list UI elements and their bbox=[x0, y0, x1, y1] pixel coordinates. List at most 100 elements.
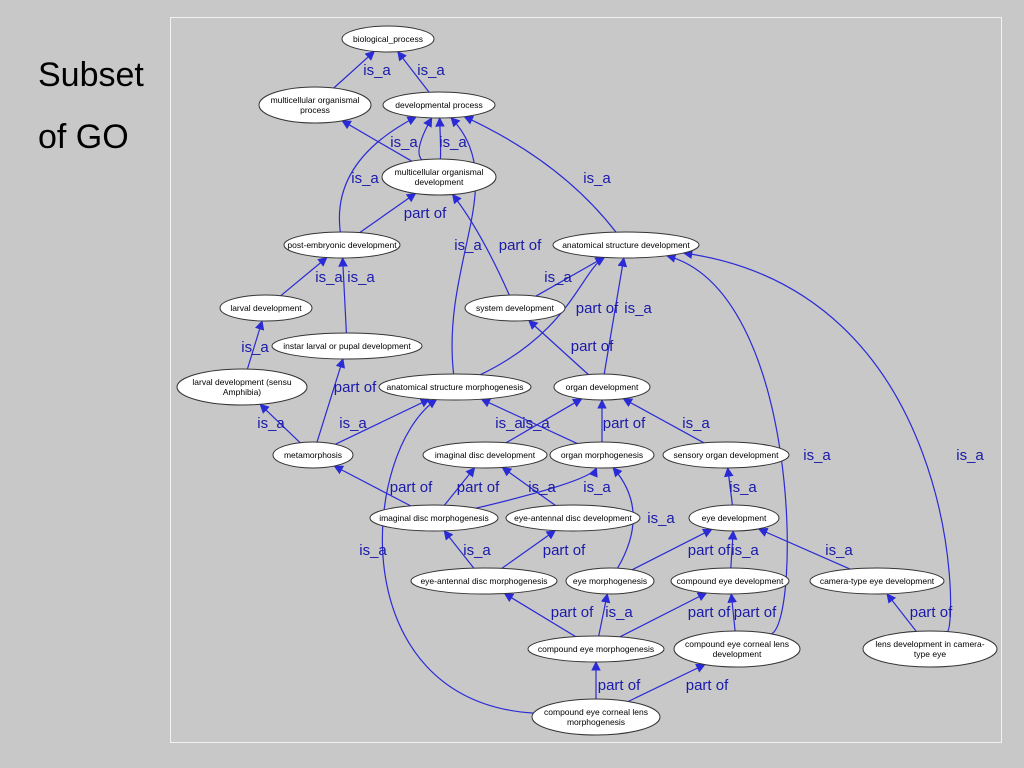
edge-ldc-to-cted bbox=[886, 593, 917, 632]
node-label: process bbox=[300, 105, 330, 115]
node-ellipse bbox=[219, 294, 313, 322]
node-label: morphogenesis bbox=[567, 717, 625, 727]
node-label: Amphibia) bbox=[223, 387, 261, 397]
edge-ldc-to-asd bbox=[682, 249, 952, 633]
node-label: post-embryonic development bbox=[287, 240, 397, 250]
edge-label: is_a bbox=[583, 170, 611, 187]
node-eadd: eye-antennal disc development bbox=[505, 504, 641, 532]
edge-label: part of bbox=[551, 604, 594, 621]
node-ed: eye development bbox=[688, 504, 780, 532]
edge-label: part of bbox=[910, 604, 953, 621]
edge-label: part of bbox=[404, 205, 447, 222]
node-ellipse bbox=[422, 441, 548, 469]
edge-met-to-ilp bbox=[316, 358, 346, 443]
edge-mod-to-dp bbox=[418, 117, 433, 161]
node-label: multicellular organismal bbox=[271, 95, 360, 105]
node-om: organ morphogenesis bbox=[549, 441, 655, 469]
edge-label: is_a bbox=[351, 170, 379, 187]
node-ellipse bbox=[258, 86, 372, 124]
edge-om-to-asm bbox=[480, 398, 578, 445]
node-ellipse bbox=[531, 698, 661, 736]
edge-label: is_a bbox=[454, 237, 482, 254]
edge-met-to-lda bbox=[259, 403, 301, 444]
node-ellipse bbox=[283, 231, 401, 259]
node-eadm: eye-antennal disc morphogenesis bbox=[410, 567, 558, 595]
edge-label: is_a bbox=[522, 415, 550, 432]
node-label: eye-antennal disc morphogenesis bbox=[420, 576, 547, 586]
edge-asm-to-asd bbox=[480, 256, 606, 376]
edge-label: is_a bbox=[624, 300, 652, 317]
edge-label: is_a bbox=[363, 62, 391, 79]
node-ellipse bbox=[378, 373, 532, 401]
edge-idm-to-om bbox=[475, 467, 598, 509]
node-label: imaginal disc morphogenesis bbox=[379, 513, 489, 523]
edge-label: part of bbox=[571, 338, 614, 355]
node-label: compound eye development bbox=[677, 576, 784, 586]
node-met: metamorphosis bbox=[272, 441, 354, 469]
edge-label: is_a bbox=[347, 269, 375, 286]
node-label: multicellular organismal bbox=[395, 167, 484, 177]
edge-label: part of bbox=[576, 300, 619, 317]
edge-ceclM-to-asm bbox=[381, 399, 534, 714]
node-label: organ development bbox=[566, 382, 639, 392]
edge-label: is_a bbox=[439, 134, 467, 151]
edge-lda-to-ld bbox=[246, 320, 265, 370]
edge-idm-to-met bbox=[333, 465, 411, 507]
node-ellipse bbox=[553, 373, 651, 401]
node-label: compound eye corneal lens bbox=[544, 707, 648, 717]
edge-label: is_a bbox=[390, 134, 418, 151]
edge-label: part of bbox=[734, 604, 777, 621]
slide-title: Subset of GO bbox=[38, 44, 168, 168]
node-ellipse bbox=[410, 567, 558, 595]
edge-mop-to-bp bbox=[333, 50, 376, 89]
node-label: eye development bbox=[702, 513, 767, 523]
edge-label: is_a bbox=[359, 542, 387, 559]
edge-ld-to-ped bbox=[280, 256, 328, 297]
edge-cted-to-ed bbox=[757, 527, 851, 570]
node-sd: system development bbox=[464, 294, 566, 322]
node-ellipse bbox=[381, 158, 497, 196]
edge-mod-to-dp bbox=[435, 117, 445, 160]
edge-label: is_a bbox=[731, 542, 759, 559]
edge-ceclM-to-ceclD bbox=[627, 663, 706, 703]
edge-sd-to-asd bbox=[535, 256, 605, 297]
edge-label: is_a bbox=[528, 479, 556, 496]
edge-label: is_a bbox=[647, 510, 675, 527]
edge-em-to-ed bbox=[631, 528, 713, 571]
edge-ed-to-sod bbox=[724, 467, 734, 506]
edge-cem-to-ced bbox=[619, 592, 708, 638]
node-idm: imaginal disc morphogenesis bbox=[369, 504, 499, 532]
edge-label: is_a bbox=[315, 269, 343, 286]
edge-label: is_a bbox=[682, 415, 710, 432]
edge-asm-to-dp bbox=[450, 117, 477, 375]
node-ilp: instar larval or pupal development bbox=[271, 332, 423, 360]
node-label: development bbox=[415, 177, 464, 187]
edge-met-to-asm bbox=[335, 398, 431, 445]
node-ellipse bbox=[382, 91, 496, 119]
node-label: larval development (sensu bbox=[192, 377, 291, 387]
edge-label: is_a bbox=[463, 542, 491, 559]
edge-cem-to-eadm bbox=[503, 592, 576, 638]
edge-label: part of bbox=[688, 542, 731, 559]
node-label: compound eye corneal lens bbox=[685, 639, 789, 649]
edge-label: part of bbox=[598, 677, 641, 694]
node-label: camera-type eye development bbox=[820, 576, 935, 586]
edge-label: part of bbox=[603, 415, 646, 432]
node-ellipse bbox=[552, 231, 700, 259]
node-ellipse bbox=[341, 25, 435, 53]
node-ellipse bbox=[505, 504, 641, 532]
node-label: system development bbox=[476, 303, 555, 313]
slide-title-line-1: Subset bbox=[38, 56, 144, 94]
nodes-layer: biological_process multicellular organism… bbox=[176, 25, 998, 736]
edge-label: is_a bbox=[241, 339, 269, 356]
edge-label: is_a bbox=[605, 604, 633, 621]
edge-ceclD-to-ced bbox=[727, 593, 737, 632]
node-label: biological_process bbox=[353, 34, 423, 44]
edge-sd-to-mod bbox=[452, 193, 510, 296]
edges-layer bbox=[246, 50, 952, 714]
edge-cem-to-em bbox=[598, 593, 611, 637]
